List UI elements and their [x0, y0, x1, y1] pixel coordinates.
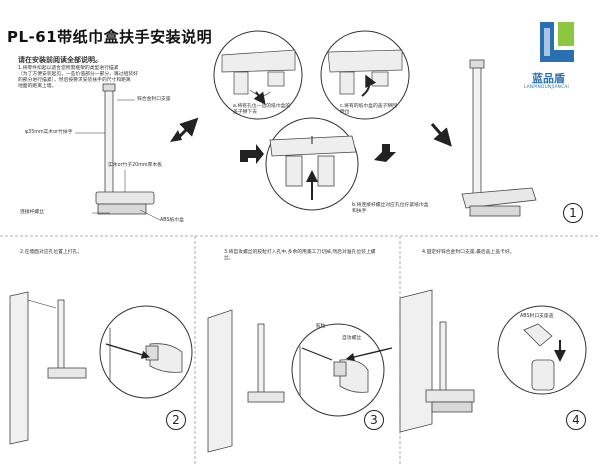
- intro-line-4: 的部分进行描紧）。然后按要求安装扶手的尺寸和距离: [18, 78, 131, 83]
- label-cap: 锌合金封口支座: [137, 97, 171, 102]
- label-box: ABS纸巾盒: [160, 218, 184, 223]
- step-4-text: 4.固定好锌合金封口支座,最后盖上盖卡好。: [422, 250, 515, 255]
- label-cap2: ABS封口支座盖: [520, 314, 554, 319]
- page-title: PL-61带纸巾盒扶手安装说明: [7, 28, 213, 46]
- label-screw: 连接杆螺丝: [20, 210, 44, 215]
- step-3-text: 3.将自攻螺丝的胶粒打入孔中,多余的用美工刀切掉,然后对准孔位装上螺丝。: [224, 250, 376, 261]
- intro-line-1: 请在安装前阅读全部说明。: [18, 56, 102, 64]
- step-number-2: 2: [166, 410, 186, 430]
- logo-subtitle: LANPINDUNJIANCAI: [524, 84, 570, 89]
- label-tube: φ35mm实木or竹扶手: [25, 130, 73, 135]
- intro-line-5: 地面的距离上墙。: [18, 84, 57, 89]
- label-self-screw: 自攻螺丝: [342, 336, 362, 341]
- label-board: 实木or竹子20mm厚木板: [108, 163, 162, 168]
- label-cover-c: c.将有的纸巾盒的盖子掰回原位: [340, 104, 397, 115]
- label-screw-b: b.将连接杆螺丝对应孔位拧紧纸巾盒和扶手: [352, 203, 429, 214]
- step-number-4: 4: [566, 410, 586, 430]
- intro-line-3: （为了方便安装起见，一些价值部分一部分，再过组装好: [18, 72, 138, 77]
- step-number-3: 3: [364, 410, 384, 430]
- logo-name: 蓝品盾: [532, 72, 565, 85]
- step-2-text: 2.在墙面对应孔位置上打孔。: [20, 250, 83, 255]
- label-hole-a: a.将有孔位一边的纸巾盒的盖子掰下去: [233, 104, 291, 115]
- label-bolt: 胶粒: [316, 324, 326, 329]
- intro-line-2: 1.将零件扣起以适合您所需框架的类型进行描紧: [18, 66, 119, 71]
- step-number-1: 1: [563, 203, 583, 223]
